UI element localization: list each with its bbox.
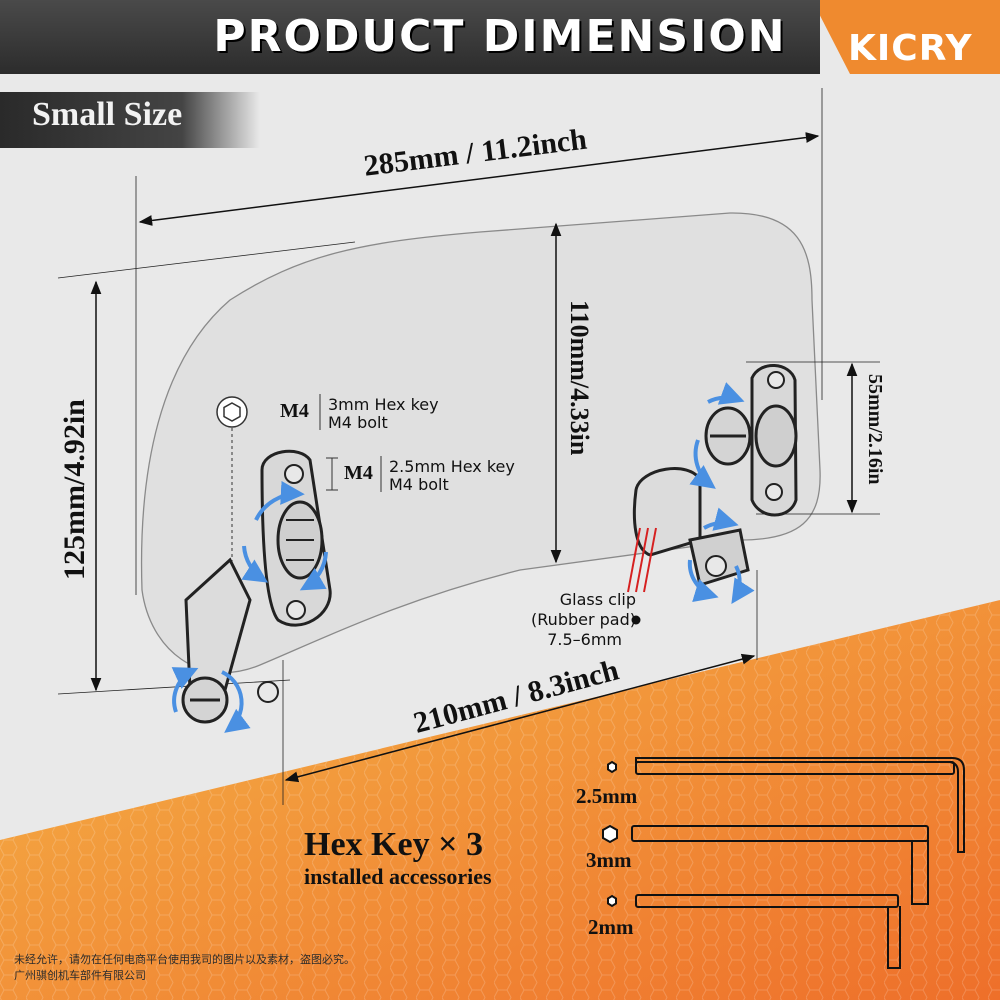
hex-key-size-label: 2.5mm — [576, 784, 638, 808]
glass-clip-marker — [627, 527, 657, 593]
copyright-line: 未经允许，请勿在任何电商平台使用我司的图片以及素材，盗图必究。 — [14, 953, 355, 966]
right-bracket-mount — [632, 364, 798, 587]
rotate-arrow-icon — [171, 382, 755, 733]
brand-logo: KICRY — [848, 28, 973, 69]
brand-badge — [812, 0, 1000, 74]
lower-bolt-size: M4 — [344, 462, 373, 484]
copyright-notice: 未经允许，请勿在任何电商平台使用我司的图片以及素材，盗图必究。 广州骐创机车部件… — [14, 952, 355, 984]
glass-clip-material: (Rubber pad) — [531, 610, 636, 629]
hex-key-set — [602, 757, 965, 969]
dimension-lines — [90, 132, 858, 783]
lower-bolt-tool: 2.5mm Hex key — [389, 457, 515, 476]
bolt-height-marker — [326, 457, 338, 491]
bottom-width-line — [284, 653, 756, 783]
hex-key-2-5mm — [607, 757, 965, 853]
accessories-title: Hex Key × 3 — [304, 826, 483, 863]
right-height-label: 55mm/2.16in — [864, 374, 886, 485]
header-bar — [0, 0, 820, 74]
glass-clip-range: 7.5–6mm — [547, 630, 622, 649]
hex-key-size-label: 3mm — [586, 848, 632, 872]
company-name: 广州骐创机车部件有限公司 — [14, 969, 146, 982]
glass-clip-dot — [631, 615, 641, 625]
hex-key-size-label: 2mm — [588, 915, 634, 939]
hex-key-2mm — [607, 894, 901, 969]
hex-key-3mm — [602, 824, 929, 905]
upper-bolt-size: M4 — [280, 400, 309, 422]
glass-clip-title: Glass clip — [559, 590, 636, 609]
left-height-label: 125mm/4.92in — [58, 399, 91, 580]
page-title: PRODUCT DIMENSION — [213, 11, 787, 62]
size-label-bar — [0, 92, 260, 148]
lower-bolt-spec: M4 bolt — [389, 475, 449, 494]
size-label: Small Size — [32, 96, 183, 133]
upper-bolt-tool: 3mm Hex key — [328, 395, 439, 414]
orange-accent-band — [0, 600, 1000, 1000]
overall-width-line — [138, 132, 820, 226]
glass-clip-note: Glass clip (Rubber pad) 7.5–6mm — [506, 590, 650, 650]
accessories-subtitle: installed accessories — [304, 864, 492, 889]
center-height-label: 110mm/4.33in — [565, 300, 594, 456]
upper-bolt-spec: M4 bolt — [328, 413, 388, 432]
